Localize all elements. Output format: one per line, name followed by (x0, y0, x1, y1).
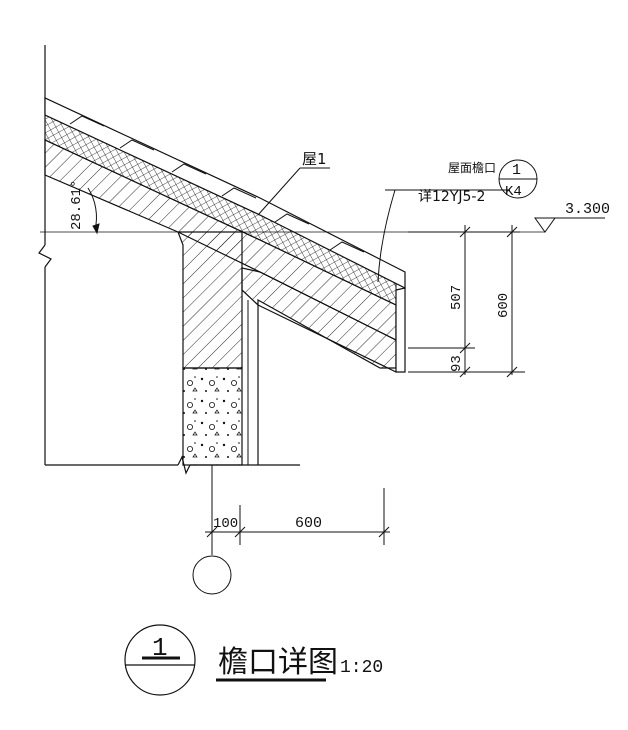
detail-symbol-top: 1 (152, 633, 168, 663)
drawing-scale: 1:20 (340, 658, 383, 678)
vertical-dimensions (408, 225, 525, 378)
ref-label: 屋面檐口 (448, 161, 496, 175)
dim-93: 93 (449, 355, 465, 372)
ref-symbol-bottom: K4 (505, 184, 522, 200)
horizontal-dimensions (192, 465, 390, 595)
elevation-text: 3.300 (565, 201, 610, 218)
angle-text: 28.61° (69, 180, 85, 230)
detail-symbol (124, 624, 196, 696)
layer-label: 屋1 (302, 150, 327, 168)
layer-leader (257, 167, 330, 216)
dim-507: 507 (449, 285, 465, 310)
beam-column (177, 231, 259, 466)
dim-600-horizontal: 600 (295, 515, 322, 532)
dim-600-vertical: 600 (496, 293, 512, 318)
ref-symbol-top: 1 (512, 162, 521, 179)
eave-overhang (241, 267, 406, 373)
ref-code: 详12YJ5-2 (418, 189, 485, 205)
dim-100: 100 (213, 516, 238, 532)
ref-leader (377, 159, 538, 283)
angle-arc (87, 187, 100, 235)
drawing-title: 檐口详图 (218, 645, 338, 680)
